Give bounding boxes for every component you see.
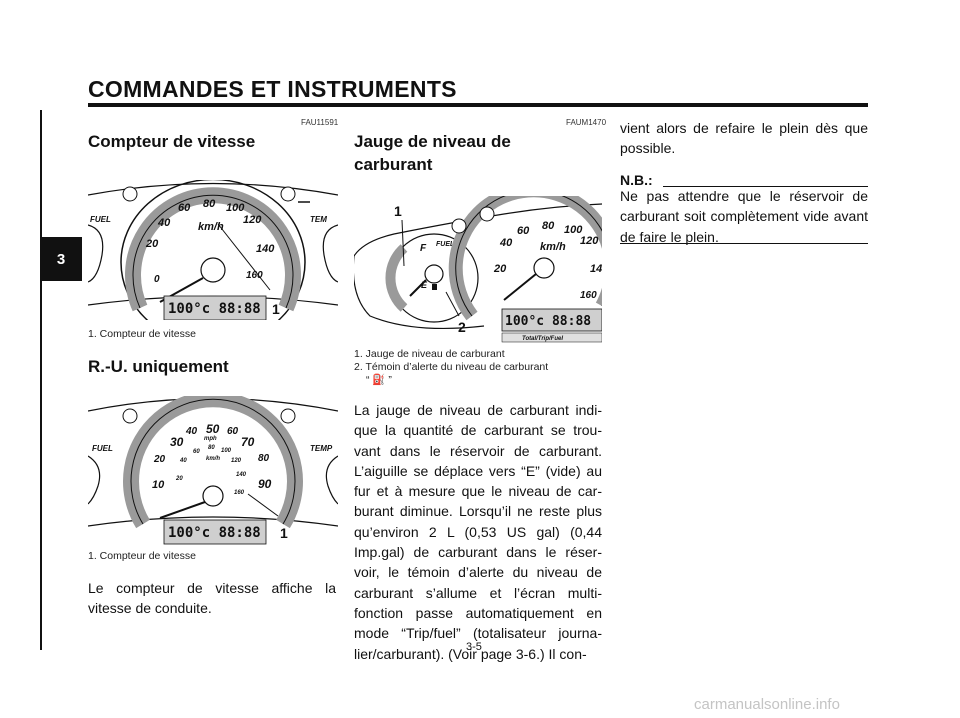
- figure-caption: 2. Témoin d’alerte du niveau de carburan…: [354, 361, 549, 373]
- tick-label: 14: [590, 263, 602, 275]
- tick-label: 160: [580, 290, 597, 301]
- tick-label: 140: [256, 243, 275, 255]
- kmh-tick: 60: [193, 449, 200, 455]
- tick-label: 20: [493, 263, 507, 275]
- chapter-tab: 3: [40, 237, 82, 281]
- chapter-title: COMMANDES ET INSTRUMENTS: [88, 76, 457, 102]
- figure-caption: 1. Compteur de vitesse: [88, 328, 196, 340]
- kmh-tick: 100: [221, 448, 232, 454]
- chapter-edge-rule: [40, 110, 42, 650]
- callout-number: 1: [280, 525, 288, 541]
- callout-number: 1: [272, 301, 280, 317]
- temp-label: TEM: [310, 215, 327, 224]
- kmh-tick: 140: [236, 472, 247, 478]
- uk-speedometer-figure: 10 20 30 40 50 60 70 80 90 20 40 60 80 1…: [88, 396, 338, 546]
- mph-tick: 80: [258, 453, 270, 464]
- mph-tick: 50: [206, 422, 220, 436]
- lcd-display: 100°c 88:88: [168, 525, 261, 541]
- tick-label: 120: [580, 235, 599, 247]
- temp-label: TEMP: [310, 444, 333, 453]
- speed-unit: km/h: [198, 221, 224, 233]
- body-paragraph: Le compteur de vitesse affiche la vitess…: [88, 580, 336, 617]
- fuel-label: FUEL: [90, 215, 111, 224]
- tick-label: 0: [154, 274, 160, 285]
- page-number: 3-5: [466, 641, 482, 653]
- note-rule: [663, 186, 868, 187]
- kmh-tick: 80: [208, 445, 215, 451]
- mph-tick: 70: [241, 435, 255, 449]
- watermark: carmanualsonline.info: [694, 696, 840, 713]
- body-paragraph: La jauge de niveau de carburant indi-que…: [354, 402, 602, 662]
- tick-label: 120: [243, 214, 262, 226]
- tick-label: 60: [178, 202, 191, 214]
- fuel-label: FUEL: [92, 444, 113, 453]
- tick-label: 80: [542, 220, 555, 232]
- fuel-full-mark: F: [420, 243, 427, 254]
- fuel-gauge-figure: F E FUEL 20 40 60 80 100 120 14 160 km/h…: [354, 196, 602, 344]
- figure-caption: 1. Compteur de vitesse: [88, 550, 196, 562]
- mph-tick: 40: [185, 426, 198, 437]
- mph-tick: 90: [258, 477, 272, 491]
- note-text: Ne pas attendre que le réservoir de carb…: [620, 188, 868, 245]
- tick-label: 20: [145, 238, 159, 250]
- tick-label: 100: [226, 202, 245, 214]
- tick-label: 100: [564, 224, 583, 236]
- header-rule: [88, 103, 868, 107]
- lcd-display: 100°c 88:88: [505, 314, 591, 329]
- note-end-rule: [620, 243, 868, 244]
- speed-unit: km/h: [540, 241, 566, 253]
- tick-label: 40: [157, 217, 171, 229]
- mph-tick: 10: [152, 479, 165, 491]
- section-heading-speedometer: Compteur de vitesse: [88, 132, 256, 151]
- callout-number: 2: [458, 319, 466, 335]
- section-heading-fuel-l1: Jauge de niveau de: [354, 132, 511, 151]
- section-code: FAUM1470: [566, 118, 607, 127]
- mph-unit: mph: [204, 436, 217, 442]
- fuel-label: FUEL: [436, 241, 454, 248]
- lcd-mode-label: Total/Trip/Fuel: [522, 336, 563, 342]
- tick-label: 80: [203, 198, 216, 210]
- kmh-unit: km/h: [206, 456, 220, 462]
- tick-label: 160: [246, 270, 263, 281]
- note-label: N.B.:: [620, 172, 653, 188]
- kmh-tick: 120: [231, 458, 242, 464]
- body-paragraph: vient alors de refaire le plein dès que …: [620, 120, 868, 157]
- kmh-tick: 40: [179, 458, 187, 464]
- callout-number: 1: [394, 203, 402, 219]
- section-heading-fuel-l2: carburant: [354, 155, 433, 174]
- kmh-tick: 20: [175, 476, 183, 482]
- warning-light-symbol: “ ⛽ ”: [366, 374, 392, 386]
- mph-tick: 60: [227, 426, 239, 437]
- tick-label: 60: [517, 225, 530, 237]
- mph-tick: 20: [153, 454, 166, 465]
- figure-caption: 1. Jauge de niveau de carburant: [354, 348, 505, 360]
- kmh-tick: 160: [234, 490, 245, 496]
- lcd-display: 100°c 88:88: [168, 301, 261, 317]
- speedometer-figure: 0 20 40 60 80 100 120 140 160 km/h FUEL …: [88, 180, 338, 320]
- fuel-empty-mark: E: [421, 280, 428, 290]
- section-heading-uk: R.-U. uniquement: [88, 357, 229, 376]
- tick-label: 40: [499, 237, 513, 249]
- section-code: FAU11591: [301, 118, 339, 127]
- mph-tick: 30: [170, 435, 184, 449]
